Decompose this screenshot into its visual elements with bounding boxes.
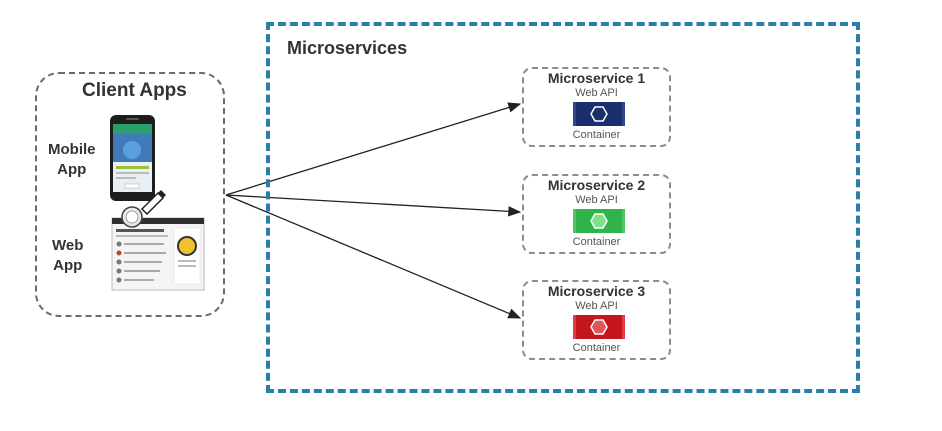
microservice-3-web-api-label: Web API xyxy=(575,300,618,312)
microservice-1-web-api-label: Web API xyxy=(575,87,618,99)
microservice-1-container-label: Container xyxy=(572,129,621,141)
arrow-to-microservice-2 xyxy=(225,194,522,217)
mobile-app-label-line1: Mobile xyxy=(48,141,96,158)
microservice-1-name: Microservice 1 xyxy=(547,70,646,86)
microservice-3-box: Microservice 3 Web API Container xyxy=(522,280,671,360)
mobile-app-label: Mobile App xyxy=(48,140,96,180)
microservice-2-box: Microservice 2 Web API Container xyxy=(522,174,671,254)
web-app-label-line2: App xyxy=(53,257,83,274)
microservice-2-container-label: Container xyxy=(572,236,621,248)
web-app-label: Web App xyxy=(52,236,83,276)
arrow-to-microservice-1 xyxy=(225,102,522,196)
microservice-2-name: Microservice 2 xyxy=(547,177,646,193)
arrow-to-microservice-3 xyxy=(225,194,522,319)
microservice-3-container-label: Container xyxy=(572,342,621,354)
client-apps-title: Client Apps xyxy=(82,80,187,101)
microservice-2-container-icon xyxy=(573,209,625,233)
microservice-3-name: Microservice 3 xyxy=(547,283,646,299)
microservices-group xyxy=(266,22,860,393)
microservice-2-web-api-label: Web API xyxy=(575,194,618,206)
mobile-app-label-line2: App xyxy=(57,161,87,178)
microservices-title: Microservices xyxy=(287,38,408,58)
microservice-3-container-icon xyxy=(573,315,625,339)
microservice-1-box: Microservice 1 Web API Container xyxy=(522,67,671,147)
web-app-label-line1: Web xyxy=(52,237,84,254)
client-apps-group xyxy=(35,72,225,317)
microservice-1-container-icon xyxy=(573,102,625,126)
